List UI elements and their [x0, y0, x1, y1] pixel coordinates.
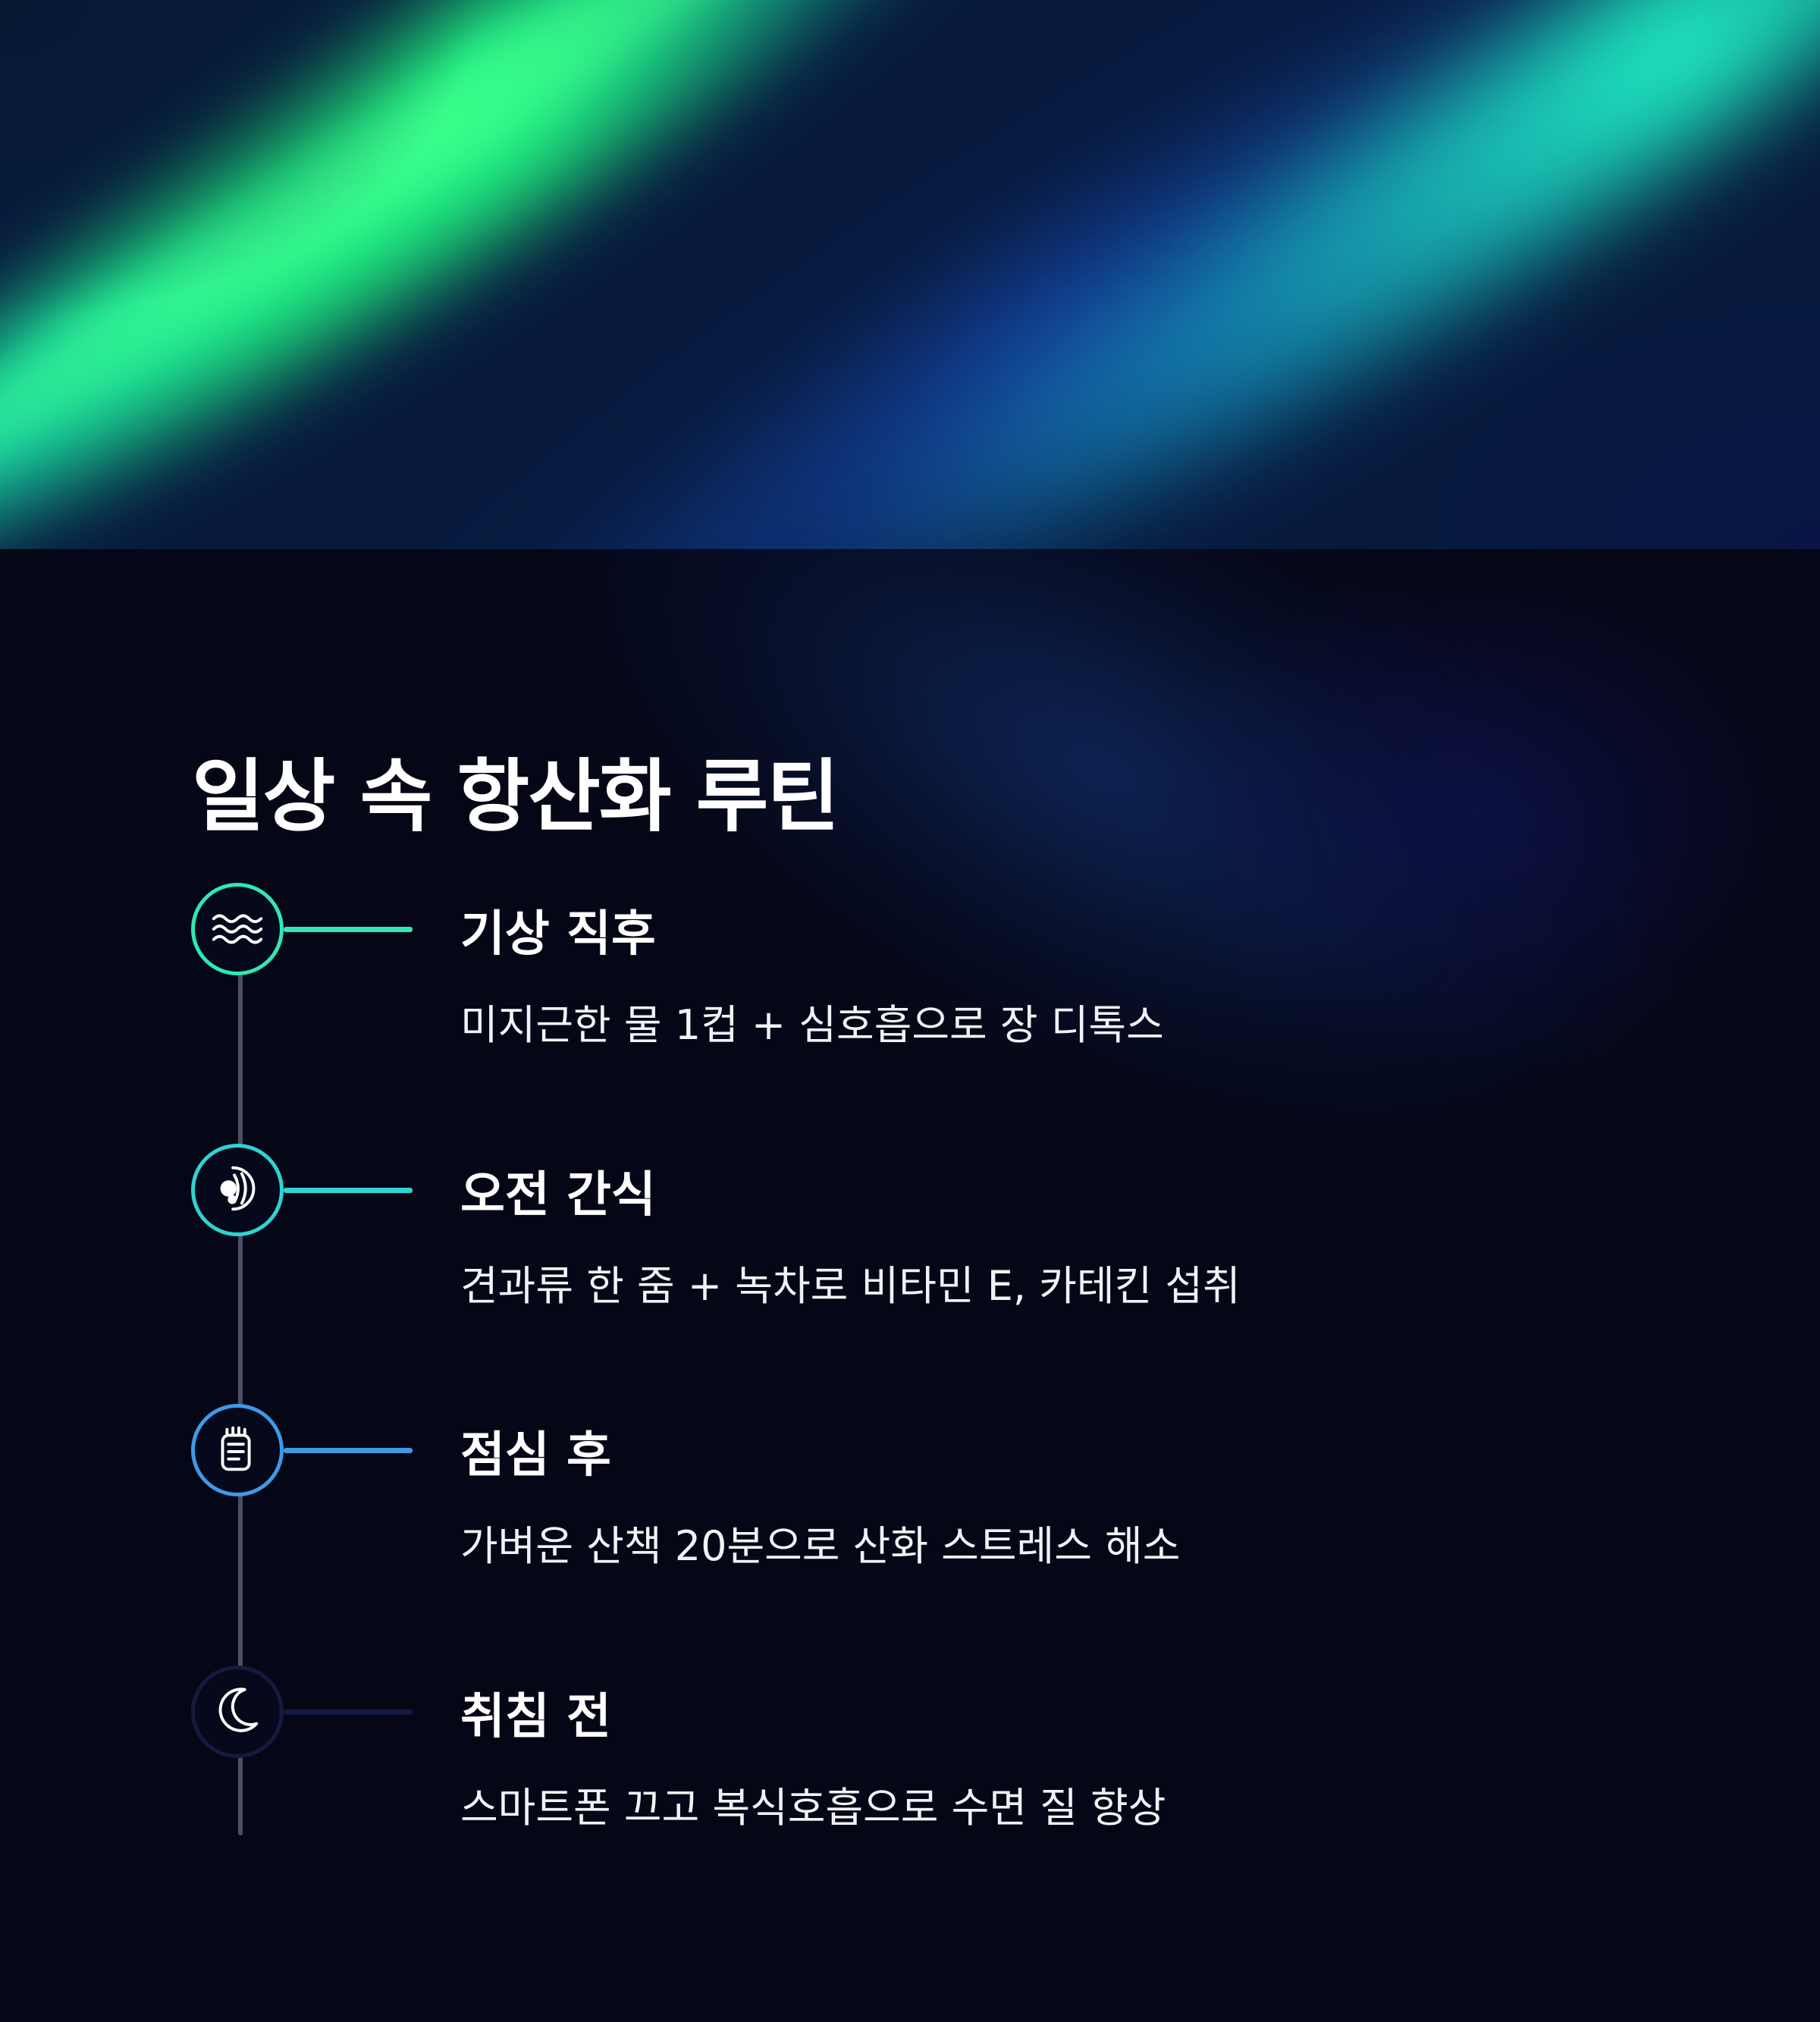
timeline-node: [191, 1666, 284, 1758]
moon-icon: [208, 1681, 267, 1743]
nuts-icon: [208, 1159, 267, 1221]
timeline-line: [238, 933, 243, 1835]
step-description: 견과류 한 줌 + 녹차로 비타민 E, 카테킨 섭취: [460, 1262, 1241, 1310]
timeline-connector: [284, 927, 413, 932]
timeline-step-after-lunch: 점심 후 가벼운 산책 20분으로 산화 스트레스 해소: [0, 1404, 1820, 1631]
timeline-step-before-bed: 취침 전 스마트폰 끄고 복식호흡으로 수면 질 향상: [0, 1666, 1820, 1893]
background-glow: [0, 549, 1820, 2022]
step-description: 스마트폰 끄고 복식호흡으로 수면 질 향상: [460, 1784, 1166, 1832]
timeline-node: [191, 883, 284, 975]
step-description: 미지근한 물 1컵 + 심호흡으로 장 디톡스: [460, 1001, 1164, 1049]
timeline-step-morning-snack: 오전 간식 견과류 한 줌 + 녹차로 비타민 E, 카테킨 섭취: [0, 1144, 1820, 1371]
step-title: 취침 전: [460, 1689, 611, 1745]
timeline-connector: [284, 1448, 413, 1453]
step-title: 점심 후: [460, 1427, 611, 1484]
timeline-node: [191, 1404, 284, 1496]
timeline-connector: [284, 1710, 413, 1715]
water-waves-icon: [208, 898, 267, 960]
step-description: 가벼운 산책 20분으로 산화 스트레스 해소: [460, 1522, 1181, 1570]
step-title: 오전 간식: [460, 1167, 656, 1223]
timeline-connector: [284, 1188, 413, 1193]
walk-list-icon: [208, 1419, 267, 1481]
timeline-node: [191, 1144, 284, 1236]
step-title: 기상 직후: [460, 906, 656, 962]
aurora-hero-banner: [0, 0, 1820, 549]
page-title: 일상 속 항산화 루틴: [192, 750, 839, 843]
timeline-step-wake-up: 기상 직후 미지근한 물 1컵 + 심호흡으로 장 디톡스: [0, 883, 1820, 1110]
